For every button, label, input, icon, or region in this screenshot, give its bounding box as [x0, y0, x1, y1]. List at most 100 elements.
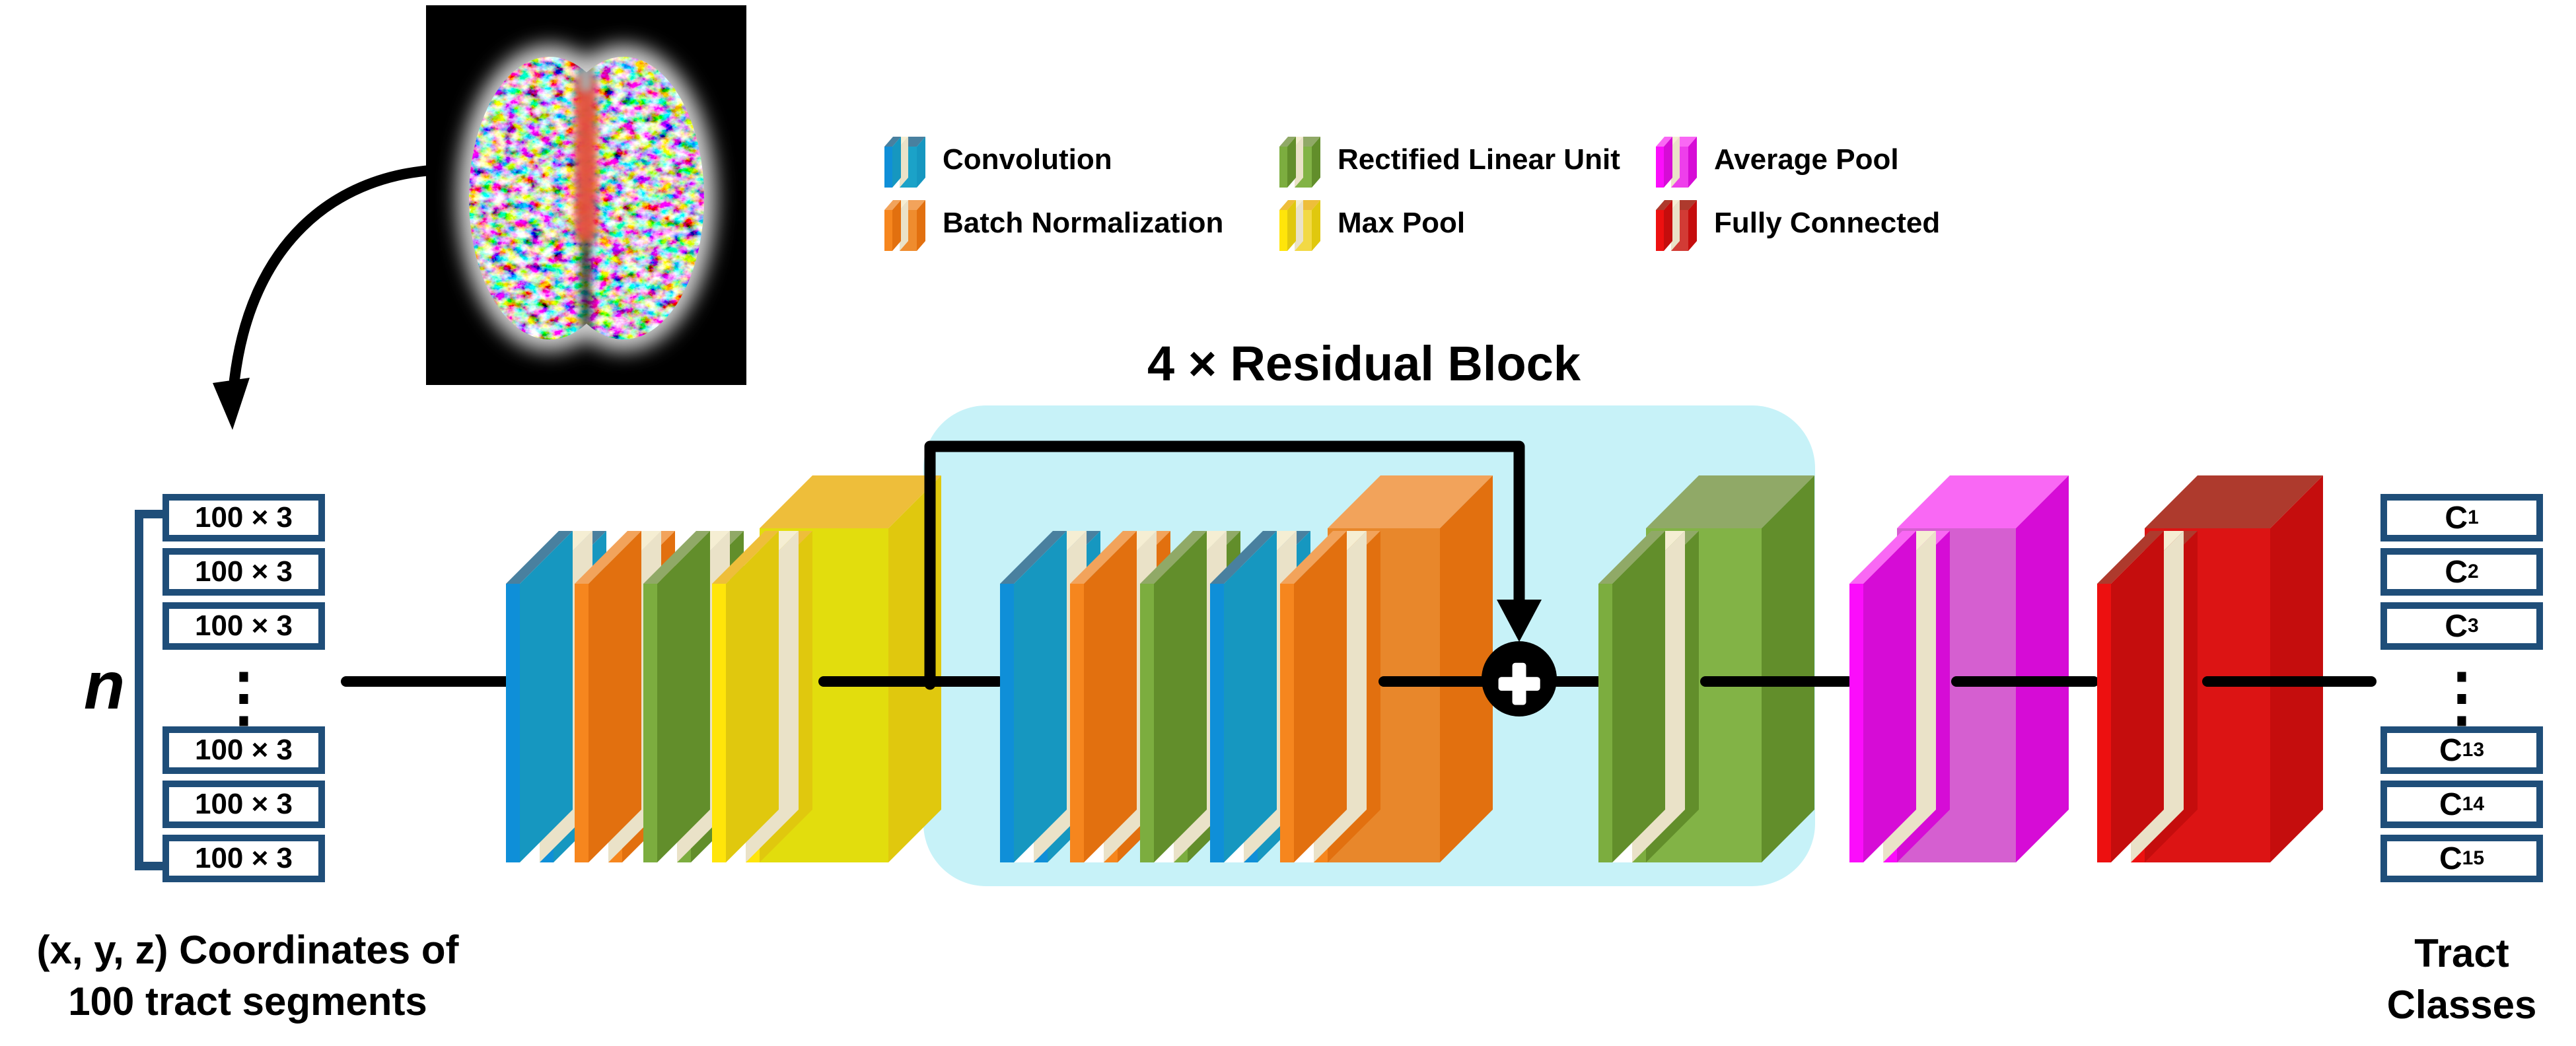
slab-top-face	[760, 475, 941, 528]
stack-bracket-bottom	[135, 862, 165, 870]
output-caption-line2: Classes	[2386, 983, 2537, 1027]
class-label: C	[2445, 554, 2468, 590]
slab-side-face	[1671, 200, 1680, 251]
class-subscript: 3	[2467, 615, 2479, 637]
output-caption: Tract Classes	[2363, 928, 2561, 1031]
slab-front-face	[1279, 210, 1287, 251]
post-residual-relu-layer	[1598, 475, 1814, 862]
input-dimension-box: 100 × 3	[162, 781, 325, 828]
slab-side-face	[1762, 475, 1814, 862]
legend-item-batch-normalization: Batch Normalization	[943, 207, 1224, 239]
brain-arrowhead-icon	[213, 378, 250, 430]
legend-item-average-pool: Average Pool	[1714, 143, 1899, 176]
slab-top-face	[1280, 531, 1347, 584]
legend-item-fully-connected: Fully Connected	[1714, 207, 1941, 239]
input-dimension-box: 100 × 3	[162, 726, 325, 774]
slab-side-face	[900, 137, 908, 188]
class-subscript: 1	[2467, 506, 2479, 528]
slab-front-face	[1210, 584, 1224, 862]
slab-top-face	[1000, 531, 1067, 584]
slab-side-face	[1154, 531, 1207, 862]
input-dimension-box: 100 × 3	[162, 548, 325, 596]
addition-node	[1482, 641, 1557, 716]
slab-side-face	[589, 531, 641, 862]
slab-front-face	[1656, 147, 1664, 188]
slab-side-face	[1440, 475, 1493, 862]
slab-side-face	[2016, 475, 2069, 862]
stem-block-layers	[506, 475, 941, 862]
class-label: C	[2445, 608, 2468, 644]
slab-top-face	[884, 200, 901, 210]
slab-side-face	[1295, 200, 1303, 251]
output-vertical-ellipsis: ⋮	[2429, 660, 2494, 733]
slab-side-face	[2270, 475, 2323, 862]
slab-top-face	[1598, 531, 1665, 584]
slab-top-face	[1656, 200, 1672, 210]
relu-legend-icon	[1279, 137, 1320, 188]
slab-side-face	[1664, 200, 1672, 251]
slab-side-face	[1312, 137, 1320, 188]
slab-top-face	[1210, 531, 1277, 584]
slab-top-face	[712, 531, 779, 584]
residual-block-title: 4 × Residual Block	[1147, 336, 1581, 391]
slab-side-face	[1295, 137, 1303, 188]
legend-item-max-pool: Max Pool	[1338, 207, 1466, 239]
slab-top-face	[1897, 475, 2069, 528]
slab-side-face	[892, 200, 901, 251]
slab-side-face	[900, 200, 908, 251]
slab-side-face	[1671, 137, 1680, 188]
fully-connected-legend-icon	[1656, 200, 1697, 251]
input-caption-line2: 100 tract segments	[68, 979, 427, 1024]
slab-side-face	[917, 137, 925, 188]
slab-side-face	[1224, 531, 1277, 862]
average-pool-legend-icon	[1656, 137, 1697, 188]
slab-front-face	[1598, 584, 1612, 862]
class-label: C	[2445, 500, 2468, 536]
slab-side-face	[1688, 137, 1697, 188]
slab-side-face	[2111, 531, 2164, 862]
slab-front-face	[643, 584, 657, 862]
slab-front-face	[884, 210, 892, 251]
slab-side-face	[726, 531, 779, 862]
brain-tractography-image	[426, 5, 746, 385]
slab-side-face	[657, 531, 710, 862]
output-caption-line1: Tract	[2414, 931, 2509, 975]
legend-item-convolution: Convolution	[943, 143, 1112, 176]
slab-top-face	[1140, 531, 1207, 584]
skip-connection-line	[924, 440, 1525, 690]
class-label: C	[2439, 732, 2462, 768]
slab-front-face	[2097, 584, 2111, 862]
slab-side-face	[1014, 531, 1067, 862]
class-subscript: 14	[2462, 793, 2485, 815]
class-subscript: 15	[2462, 847, 2485, 869]
slab-top-face	[506, 531, 573, 584]
slab-top-face	[1656, 137, 1672, 147]
slab-front-face	[884, 147, 892, 188]
plus-icon: +	[1498, 643, 1540, 723]
average-pool-layer	[1849, 475, 2069, 862]
slab-top-face	[2145, 475, 2323, 528]
slab-side-face	[1863, 531, 1916, 862]
slab-top-face	[884, 137, 901, 147]
slab-top-face	[2097, 531, 2164, 584]
legend-item-relu: Rectified Linear Unit	[1338, 143, 1620, 176]
slab-front-face	[1280, 584, 1294, 862]
slab-front-face	[1849, 584, 1863, 862]
fully-connected-layer	[2097, 475, 2323, 862]
slab-side-face	[1664, 137, 1672, 188]
input-dimension-box: 100 × 3	[162, 602, 325, 650]
input-caption: (x, y, z) Coordinates of 100 tract segme…	[7, 924, 489, 1028]
slab-front-face	[1000, 584, 1014, 862]
slab-side-face	[1688, 200, 1697, 251]
slab-top-face	[1646, 475, 1814, 528]
slab-side-face	[1287, 137, 1296, 188]
class-subscript: 2	[2467, 561, 2479, 582]
slab-side-face	[892, 137, 901, 188]
slab-top-face	[1849, 531, 1916, 584]
